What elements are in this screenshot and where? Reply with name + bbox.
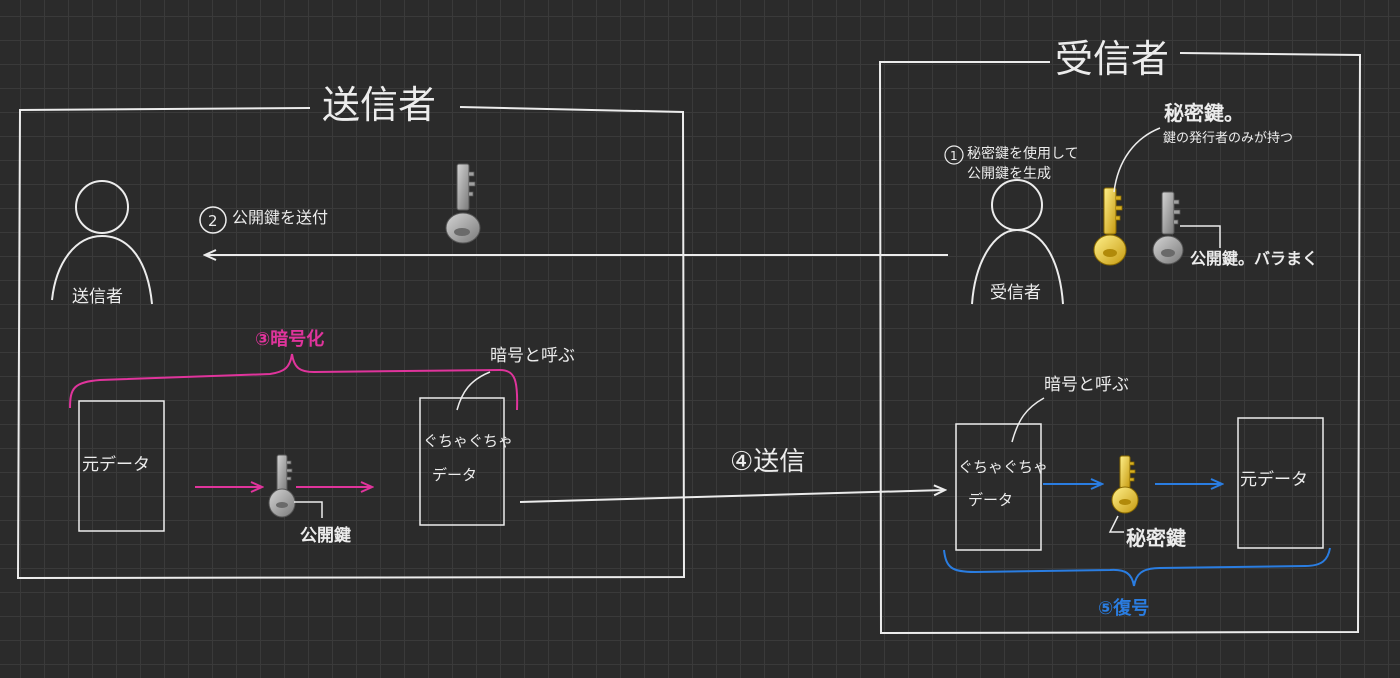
- private-key-pointer: [1113, 127, 1161, 193]
- step1-number: 1: [950, 149, 958, 163]
- sender-cipher-line1: ぐちゃぐちゃ: [423, 432, 513, 450]
- encrypt-public-key-label: 公開鍵: [300, 525, 351, 546]
- send-arrow: [519, 490, 945, 503]
- receiver-person-icon: [971, 179, 1064, 305]
- public-key-pointer: [294, 501, 323, 518]
- sender-person-icon: [51, 180, 153, 305]
- encrypt-brace: [69, 353, 519, 411]
- sender-plain-data-label: 元データ: [82, 454, 150, 475]
- sender-cipher-note: 暗号と呼ぶ: [490, 346, 575, 366]
- step2-circle-icon: [199, 206, 227, 234]
- sender-cipher-pointer: [456, 371, 491, 411]
- sender-person-label: 送信者: [72, 287, 123, 307]
- step3-label: ③暗号化: [255, 328, 324, 350]
- public-key-note: 公開鍵。バラまく: [1190, 249, 1318, 268]
- sender-frame: [16, 106, 686, 580]
- sender-cipher-line2: データ: [432, 466, 477, 484]
- receiver-title: 受信者: [1055, 37, 1169, 81]
- receiver-cipher-note: 暗号と呼ぶ: [1044, 375, 1129, 395]
- receiver-plain-data-box: [1237, 417, 1324, 549]
- receiver-public-key-icon: [1152, 191, 1184, 265]
- receiver-person-label: 受信者: [990, 283, 1041, 303]
- step1-circle-icon: [944, 145, 964, 165]
- encrypt-public-key-icon: [268, 454, 296, 518]
- private-key-note: 鍵の発行者のみが持つ: [1163, 130, 1293, 146]
- sender-cipher-box: [419, 397, 505, 526]
- step1-line1: 秘密鍵を使用して: [967, 145, 1079, 162]
- receiver-cipher-line1: ぐちゃぐちゃ: [958, 458, 1048, 476]
- sent-public-key-icon: [445, 163, 481, 244]
- receiver-cipher-pointer: [1011, 397, 1045, 443]
- sender-plain-data-box: [78, 400, 165, 532]
- public-key-note-pointer: [1180, 225, 1221, 248]
- step2-number: 2: [208, 212, 218, 230]
- decrypt-key-pointer: [1108, 515, 1124, 533]
- decrypt-brace: [943, 547, 1331, 587]
- step1-line2: 公開鍵を生成: [967, 166, 1051, 182]
- step4-label: ④送信: [730, 447, 805, 477]
- step5-label: ⑤復号: [1098, 597, 1149, 619]
- sender-title: 送信者: [322, 83, 436, 127]
- receiver-cipher-box: [955, 423, 1042, 551]
- private-key-title: 秘密鍵。: [1164, 101, 1244, 125]
- receiver-frame: [878, 52, 1362, 635]
- receiver-cipher-line2: データ: [968, 491, 1013, 509]
- decrypt-private-key-label: 秘密鍵: [1126, 526, 1186, 550]
- decrypt-private-key-icon: [1111, 455, 1139, 514]
- receiver-plain-data-label: 元データ: [1240, 469, 1308, 490]
- step2-label: 公開鍵を送付: [232, 208, 328, 227]
- private-key-icon: [1093, 187, 1127, 266]
